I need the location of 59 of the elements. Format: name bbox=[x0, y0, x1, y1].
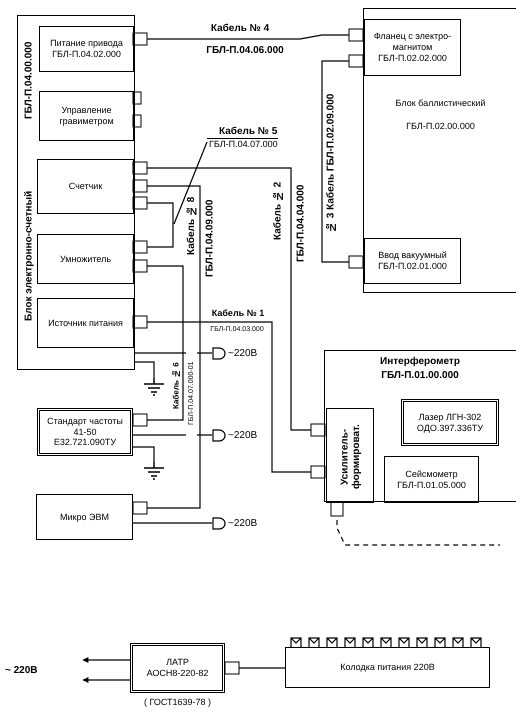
cable-line bbox=[133, 522, 212, 524]
unit-box bbox=[36, 494, 133, 540]
unit-frame bbox=[324, 350, 516, 502]
cable-line bbox=[135, 352, 212, 354]
unit-title: Лазер ЛГН-302 bbox=[418, 412, 482, 422]
unit-frame bbox=[363, 8, 516, 293]
cable-label: Кабель № 5 bbox=[219, 126, 278, 138]
leader-line bbox=[173, 142, 208, 224]
unit-title: Ввод вакуумный bbox=[378, 250, 447, 261]
unit-box bbox=[285, 647, 490, 688]
unit-code: ГБЛ-П.04.00.000 bbox=[22, 40, 36, 121]
unit-title: Питание привода bbox=[50, 38, 123, 49]
cable-label: Кабель № 8 bbox=[186, 195, 198, 257]
unit-title: Усилитель-формироват. bbox=[338, 424, 363, 492]
unit-title: Интерферометр bbox=[379, 355, 461, 369]
unit-title: Блок баллистический bbox=[394, 96, 486, 110]
unit-box bbox=[364, 238, 461, 284]
unit-code: ГБЛ-П.04.02.000 bbox=[52, 49, 121, 60]
unit-title: Умножитель bbox=[60, 254, 112, 264]
arrow bbox=[82, 677, 130, 683]
unit-box bbox=[37, 298, 134, 348]
unit-title: Счетчик bbox=[68, 181, 102, 192]
unit-box bbox=[130, 643, 225, 693]
unit-title: Источник питания bbox=[48, 318, 123, 328]
unit-box bbox=[37, 159, 134, 214]
unit-code: АОСН8-220-82 bbox=[146, 668, 208, 679]
unit-box bbox=[39, 91, 134, 141]
voltage-label: ~220В bbox=[228, 518, 258, 530]
unit-box bbox=[401, 399, 499, 446]
unit-title: Блок электронно-счетный bbox=[22, 190, 36, 324]
voltage-label: ~220В bbox=[228, 430, 258, 442]
unit-title: Управление гравиметром bbox=[58, 105, 115, 127]
unit-title: Сейсмометр bbox=[405, 468, 458, 480]
unit-code: Е32.721.090ТУ bbox=[54, 437, 116, 448]
unit-title: Микро ЭВМ bbox=[60, 512, 109, 522]
unit-box bbox=[37, 408, 133, 456]
unit-title: Стандарт частоты 41-50 bbox=[46, 416, 124, 438]
cable-line bbox=[133, 446, 155, 462]
unit-box bbox=[384, 456, 479, 503]
unit-title: Фланец с электро-магнитом bbox=[372, 31, 452, 53]
unit-box bbox=[326, 408, 374, 503]
unit-code: ГБЛ-П.02.00.000 bbox=[405, 120, 476, 133]
unit-code: ГБЛ-П.01.00.000 bbox=[380, 369, 460, 383]
unit-code: ОДО.397.336ТУ bbox=[416, 422, 484, 434]
unit-title: ЛАТР bbox=[166, 657, 189, 668]
unit-title: Колодка питания 220В bbox=[340, 662, 435, 673]
cable-line bbox=[135, 361, 155, 378]
voltage-label: ~ 220В bbox=[5, 665, 38, 677]
unit-box bbox=[364, 19, 461, 76]
arrow bbox=[82, 657, 130, 663]
unit-code: ГБЛ-П.02.02.000 bbox=[378, 52, 447, 64]
unit-code: ГБЛ-П.02.01.000 bbox=[378, 261, 447, 272]
unit-box bbox=[39, 26, 134, 72]
unit-code: ГБЛ-П.01.05.000 bbox=[397, 480, 466, 490]
unit-box bbox=[37, 234, 134, 284]
cable-line bbox=[133, 434, 212, 436]
voltage-label: ~220В bbox=[228, 348, 258, 360]
part-number: ГБЛ-П.04.07.000 bbox=[207, 138, 278, 150]
unit-frame bbox=[17, 15, 135, 370]
